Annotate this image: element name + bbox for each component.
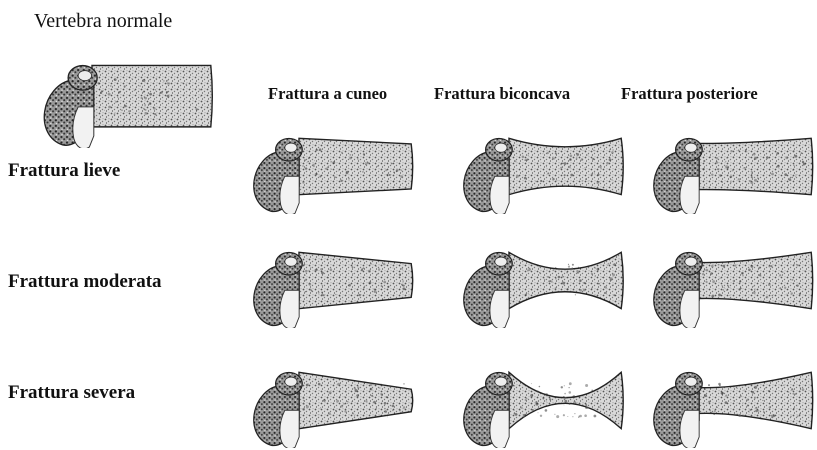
- vertebra-posterior-moderate: [648, 240, 817, 328]
- vertebra-wedge-mild: [248, 126, 418, 214]
- column-header-posterior: Frattura posteriore: [621, 84, 758, 104]
- vertebra-biconcave-mild: [458, 126, 628, 214]
- row-label-severe: Frattura severa: [8, 382, 135, 404]
- vertebra-biconcave-moderate: [458, 240, 628, 328]
- row-label-moderate: Frattura moderata: [8, 271, 162, 293]
- vertebra-posterior-mild: [648, 126, 817, 214]
- vertebra-wedge-moderate: [248, 240, 418, 328]
- normal-vertebra-image: [38, 52, 218, 148]
- normal-vertebra-title: Vertebra normale: [34, 10, 172, 33]
- vertebra-posterior-severe: [648, 360, 817, 448]
- column-header-biconcave: Frattura biconcava: [434, 84, 570, 104]
- column-header-wedge: Frattura a cuneo: [268, 84, 387, 104]
- vertebra-biconcave-severe: [458, 360, 628, 448]
- row-label-mild: Frattura lieve: [8, 160, 120, 182]
- vertebra-wedge-severe: [248, 360, 418, 448]
